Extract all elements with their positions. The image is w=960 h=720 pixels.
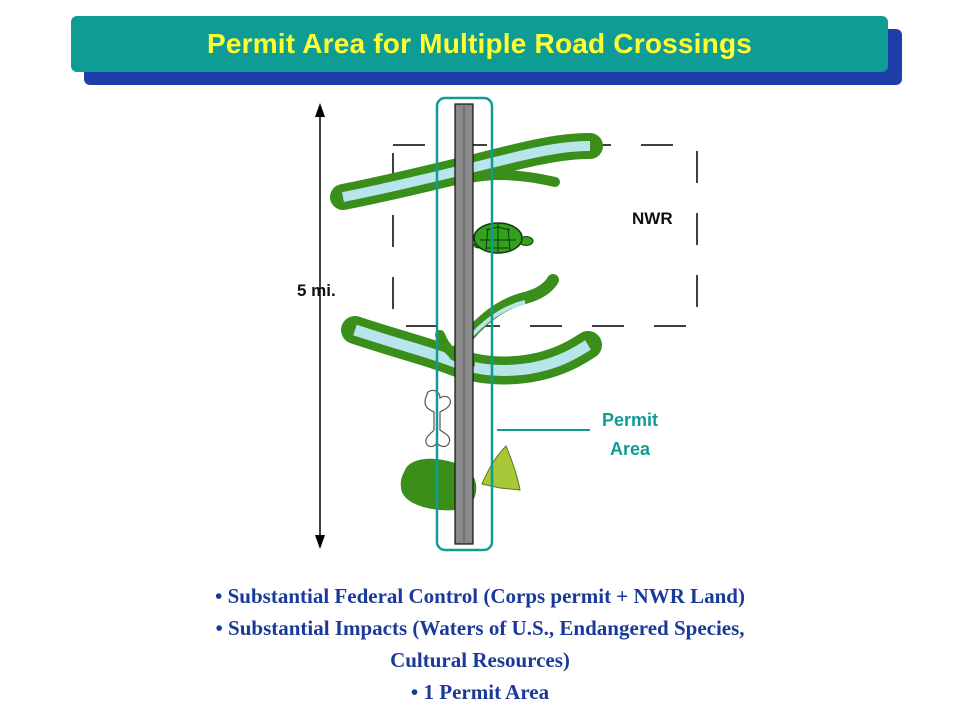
bullet-text: Substantial Impacts (Waters of U.S., End… — [228, 616, 745, 640]
bullet-text: 1 Permit Area — [423, 680, 550, 704]
title-bar: Permit Area for Multiple Road Crossings — [71, 16, 888, 72]
nwr-label: NWR — [632, 209, 673, 228]
upper-river — [330, 133, 603, 210]
bullet-list: • Substantial Federal Control (Corps per… — [80, 580, 880, 708]
bullet-text: Substantial Federal Control (Corps permi… — [227, 584, 745, 608]
bullet-marker: • — [215, 584, 223, 608]
distance-label: 5 mi. — [297, 281, 336, 300]
permit-area-label-line2: Area — [610, 439, 651, 459]
permit-area-label-line1: Permit — [602, 410, 658, 430]
bullet-marker: • — [215, 616, 223, 640]
page-title: Permit Area for Multiple Road Crossings — [206, 28, 753, 59]
distance-arrow — [315, 103, 325, 549]
bullet-item: • 1 Permit Area — [80, 676, 880, 708]
bullet-item: Cultural Resources) — [80, 644, 880, 676]
bullet-marker: • — [410, 680, 419, 704]
permit-area-outline — [435, 96, 494, 552]
leaf-icon — [481, 445, 521, 491]
bullet-text: Cultural Resources) — [390, 648, 570, 672]
bullet-item: • Substantial Impacts (Waters of U.S., E… — [80, 612, 880, 644]
road — [454, 103, 474, 545]
turtle-icon — [473, 222, 534, 254]
bullet-item: • Substantial Federal Control (Corps per… — [80, 580, 880, 612]
